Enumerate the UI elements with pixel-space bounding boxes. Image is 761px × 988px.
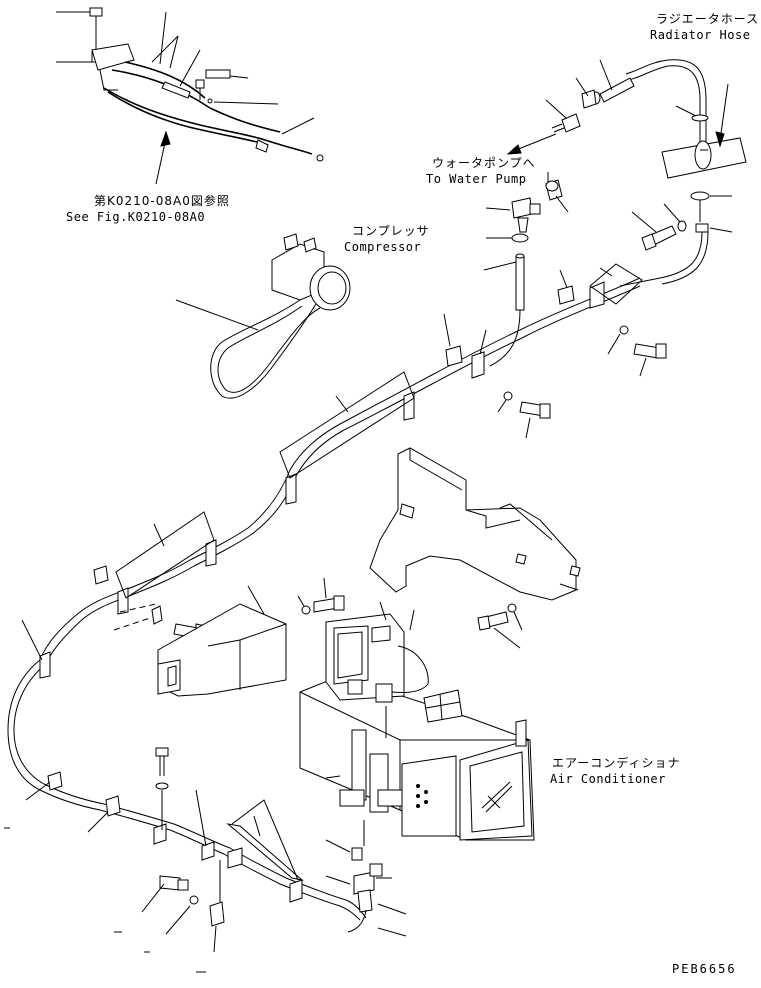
control-cable-assembly (56, 7, 324, 185)
radiator-hose-label-jp: ラジエータホース (656, 12, 760, 26)
air-conditioner-label: Air Conditioner (550, 772, 666, 786)
duct-outlet (157, 577, 345, 697)
compressor-label: Compressor (344, 240, 422, 254)
compressor (175, 233, 351, 399)
heater-hose-fittings (483, 172, 569, 367)
see-fig-label-jp: 第K0210-08A0図参照 (94, 194, 230, 208)
compressor-label-jp: コンプレッサ (352, 224, 430, 238)
bottom-bracket-parts (4, 747, 225, 973)
water-pump-label-jp: ウォータポンプへ (432, 156, 536, 170)
air-conditioner-label-jp: エアーコンディショナ (552, 756, 681, 770)
see-fig-label: See Fig.K0210-08A0 (66, 210, 206, 224)
air-duct (369, 447, 581, 649)
air-conditioner-unit (299, 601, 535, 937)
radiator-hose-label: Radiator Hose (650, 28, 751, 42)
water-pump-label: To Water Pump (426, 172, 527, 186)
heater-hose-run (7, 263, 667, 921)
drawing-code: PEB6656 (672, 962, 737, 976)
radiator-hose-fittings (506, 59, 747, 287)
